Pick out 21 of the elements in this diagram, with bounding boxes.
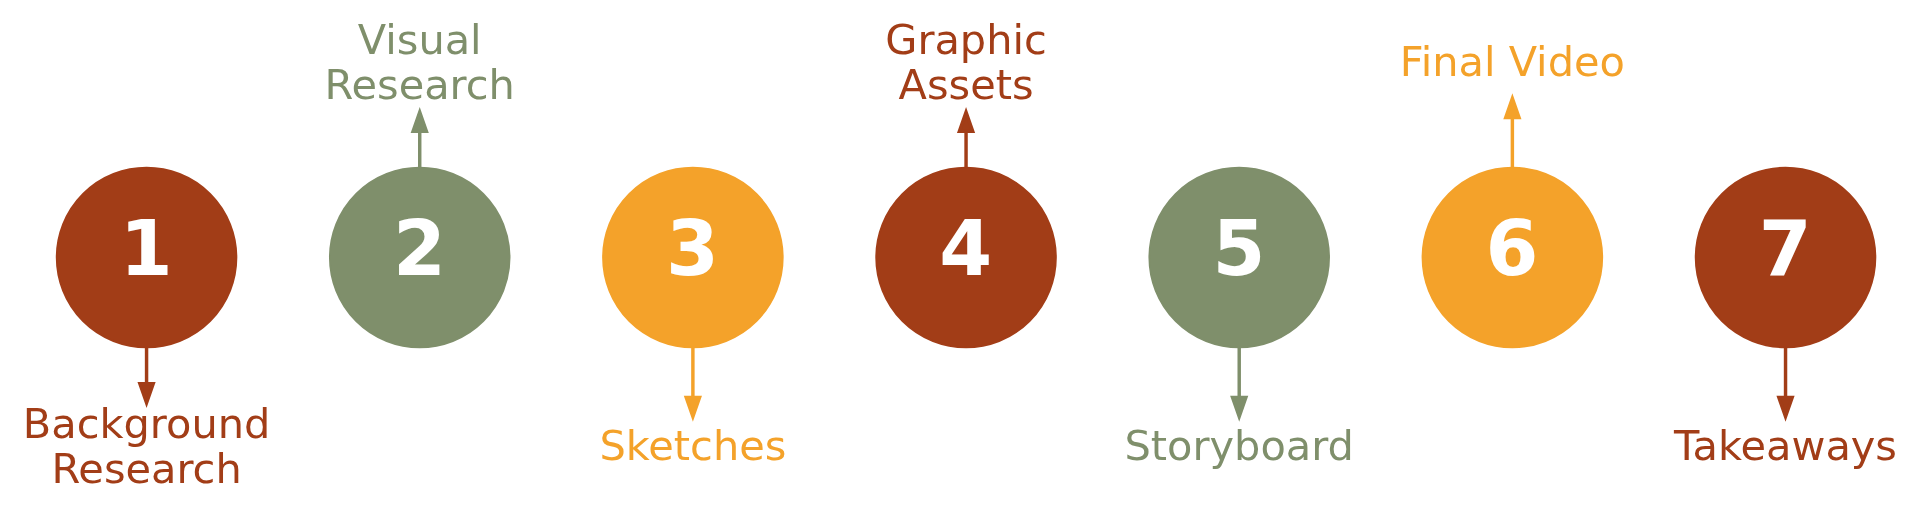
node-circle: 2 — [328, 166, 511, 349]
node-text: Final Video — [1399, 37, 1625, 87]
node-circle: 3 — [602, 166, 784, 349]
node-text: Visual Research — [324, 14, 515, 109]
arrow — [683, 347, 702, 422]
node-text: Storyboard — [1124, 421, 1354, 471]
arrow — [1503, 93, 1522, 168]
arrow — [1230, 347, 1249, 422]
arrow — [1776, 347, 1795, 422]
node-circle: 1 — [55, 166, 238, 349]
node-circle: 4 — [875, 166, 1057, 349]
node-text: Graphic Assets — [885, 14, 1047, 109]
arrow — [410, 107, 429, 168]
node-circle: 5 — [1148, 166, 1330, 349]
node-text: Sketches — [599, 421, 787, 471]
node-text: Background Research — [22, 398, 271, 493]
arrow — [137, 347, 156, 408]
node-circle: 7 — [1694, 166, 1877, 349]
node-circle: 6 — [1421, 166, 1604, 349]
node-text: Takeaways — [1674, 421, 1897, 471]
arrow — [956, 107, 976, 168]
